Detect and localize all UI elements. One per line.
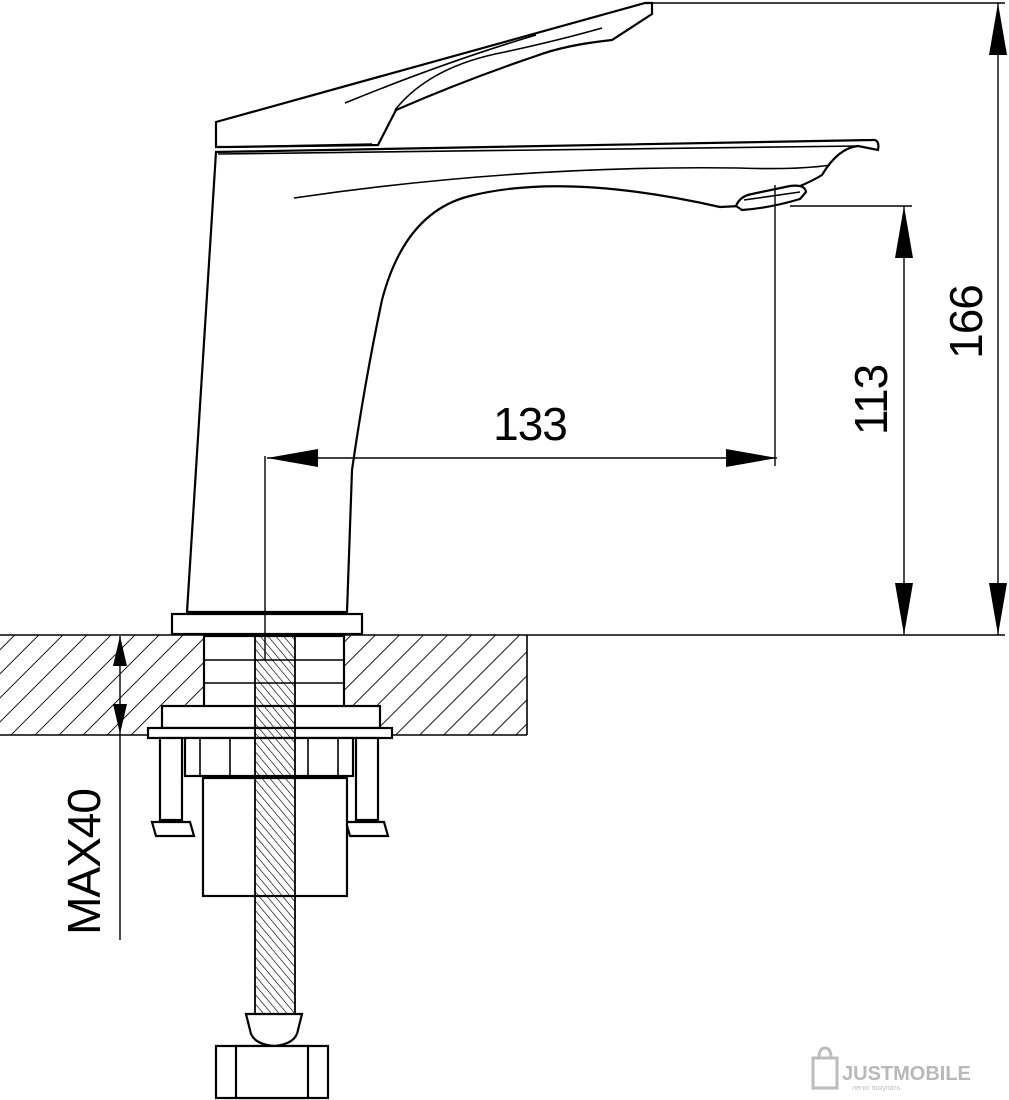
spout-reach-label: 133 [493, 398, 567, 450]
dimension-total-height: 166 [652, 2, 1007, 635]
faucet-body [170, 1, 880, 636]
shopping-bag-icon [811, 1046, 839, 1090]
total-height-label: 166 [940, 285, 992, 359]
spout-height-label: 113 [845, 365, 897, 435]
brand-name: JUSTMOBILE [842, 1063, 971, 1085]
countertop-section [0, 634, 1005, 736]
dimension-spout-reach: 133 [267, 185, 777, 467]
max-thickness-label: MAX40 [58, 789, 110, 935]
dimension-spout-height: 113 [790, 205, 913, 635]
brand-watermark: JUSTMOBILE легко покупать [811, 1046, 971, 1092]
dimension-max-thickness: MAX40 [58, 636, 127, 940]
mounting-assembly [146, 634, 394, 1100]
brand-tagline: легко покупать [852, 1085, 901, 1092]
